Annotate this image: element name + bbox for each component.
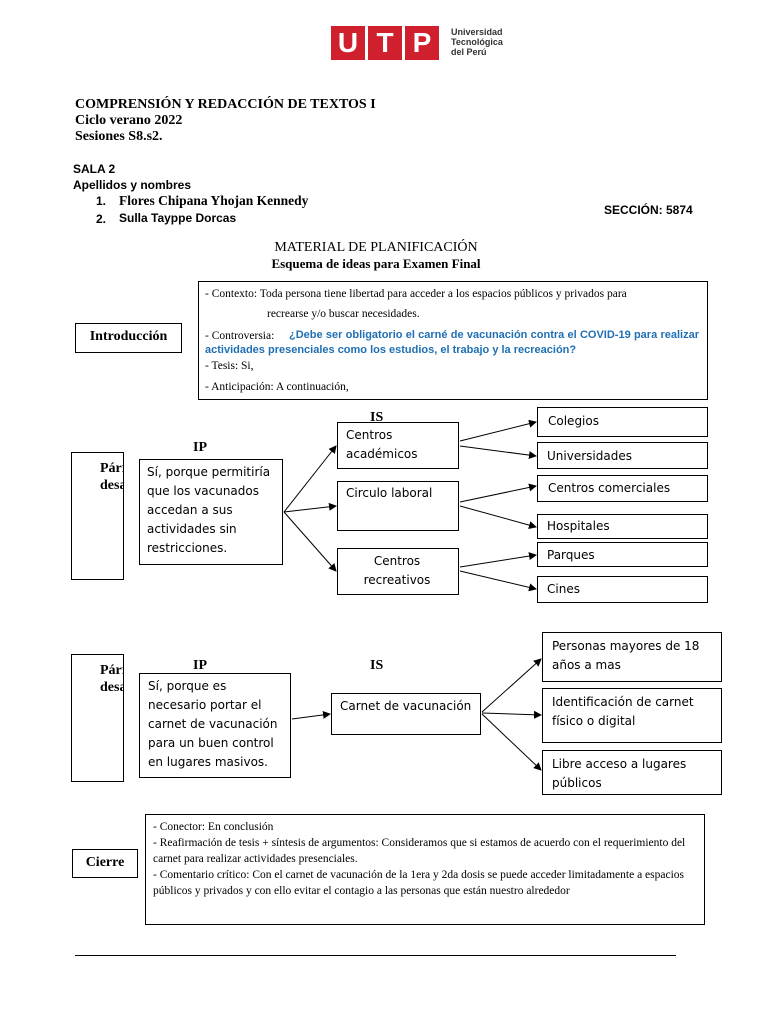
intro-context: - Contexto: Toda persona tiene libertad … <box>205 288 627 300</box>
member-number-1: 1. <box>96 194 107 208</box>
utp-logo: U T P Universidad Tecnológica del Perú <box>331 26 511 62</box>
arrow-is1-d1 <box>459 419 537 442</box>
closing-reaffirmation: - Reafirmación de tesis + síntesis de ar… <box>153 837 686 865</box>
dev1-detail-box-5 <box>537 542 708 567</box>
dev1-detail-box-6 <box>537 576 708 603</box>
dev2-detail-box-2 <box>542 688 722 743</box>
footer-divider <box>75 955 676 956</box>
room-label: SALA 2 <box>73 162 116 176</box>
dev1-is-box-3 <box>337 548 459 595</box>
arrow-ip1-is2 <box>283 502 337 513</box>
closing-label: Cierre <box>85 855 125 870</box>
dev1-ip-box <box>139 459 283 565</box>
dev2-ip-box <box>139 673 291 778</box>
logo-letter-p: P <box>412 27 432 58</box>
dev1-detail-1: Colegios <box>548 414 599 428</box>
arrow-ip2-is <box>291 710 331 720</box>
arrow-is1-d2 <box>459 445 537 460</box>
dev1-label: Párrafo de desarrollo <box>100 461 123 493</box>
dev1-is-box-2 <box>337 481 459 531</box>
arrow-is-d3 <box>481 713 542 771</box>
logo-text-line1: Universidad <box>451 27 503 37</box>
dev2-ip-text: Sí, porque es necesario portar el carnet… <box>148 679 278 769</box>
arrow-is2-d4 <box>459 505 537 529</box>
dev1-ip-label: IP <box>193 440 207 455</box>
arrow-is-d2 <box>481 710 542 719</box>
intro-label-box <box>75 323 182 353</box>
dev1-label-box: Párrafo de desarrollo <box>71 452 124 580</box>
logo-letter-box-u <box>331 26 365 60</box>
dev1-is-label: IS <box>370 410 384 425</box>
dev1-is-text-3: Centros recreativos <box>363 554 431 587</box>
dev2-detail-1: Personas mayores de 18 años a mas <box>552 639 700 672</box>
sessions-text: Sesiones S8.s2. <box>75 129 163 144</box>
intro-anticipation: - Anticipación: A continuación, <box>205 381 349 393</box>
dev1-detail-box-3 <box>537 475 708 502</box>
dev1-is-text-1: Centros académicos <box>346 428 418 461</box>
intro-thesis: - Tesis: Si, <box>205 360 254 372</box>
section-label: SECCIÓN: 5874 <box>604 203 693 217</box>
dev1-detail-2: Universidades <box>547 449 632 463</box>
dev2-is-text: Carnet de vacunación <box>340 699 472 713</box>
dev1-detail-3: Centros comerciales <box>548 481 671 495</box>
dev2-ip-label: IP <box>193 658 207 673</box>
member-name-2: Sulla Tayppe Dorcas <box>119 211 237 225</box>
logo-text-line2: Tecnológica <box>451 37 503 47</box>
arrow-ip1-is3 <box>283 511 337 572</box>
closing-comment: - Comentario crítico: Con el carnet de v… <box>153 869 685 897</box>
arrow-is-d1 <box>481 658 542 713</box>
arrow-ip1-is1 <box>283 445 337 513</box>
logo-letter-u: U <box>337 27 359 58</box>
dev1-is-text-2: Circulo laboral <box>346 486 433 500</box>
dev2-label: Párrafo de desarrollo <box>100 663 123 695</box>
dev1-detail-5: Parques <box>547 548 595 562</box>
intro-label: Introducción <box>89 329 168 344</box>
dev2-detail-box-3 <box>542 750 722 795</box>
dev2-is-box <box>331 693 481 735</box>
closing-box <box>145 814 705 925</box>
closing-connector: - Conector: En conclusión <box>153 821 274 833</box>
dev2-label-box: Párrafo de desarrollo <box>71 654 124 782</box>
logo-letter-box-p <box>405 26 439 60</box>
intro-box <box>198 281 708 400</box>
dev1-detail-4: Hospitales <box>547 519 610 533</box>
intro-controversy-label: - Controversia: <box>205 330 278 342</box>
intro-context-cont: recrearse y/o buscar necesidades. <box>267 308 420 320</box>
logo-letter-box-t <box>368 26 402 60</box>
dev1-detail-box-4 <box>537 514 708 539</box>
logo-letter-t: T <box>376 27 394 58</box>
dev1-detail-box-2 <box>537 442 708 469</box>
dev1-is-box-1 <box>337 422 459 469</box>
logo-text-line3: del Perú <box>451 47 487 57</box>
course-title: COMPRENSIÓN Y REDACCIÓN DE TEXTOS I <box>75 97 376 112</box>
dev2-detail-3: Libre acceso a lugares públicos <box>552 757 687 790</box>
sub-title: Esquema de ideas para Examen Final <box>271 256 481 271</box>
member-name-1: Flores Chipana Yhojan Kennedy <box>119 193 309 208</box>
dev2-detail-box-1 <box>542 632 722 682</box>
dev2-detail-2: Identificación de carnet físico o digita… <box>552 695 694 728</box>
intro-controversy: ¿Debe ser obligatorio el carné de vacuna… <box>205 329 699 356</box>
closing-label-box <box>72 849 138 878</box>
arrow-is3-d6 <box>459 570 537 592</box>
dev2-is-label: IS <box>370 658 384 673</box>
arrow-is2-d3 <box>459 483 537 503</box>
arrow-is3-d5 <box>459 552 537 568</box>
cycle-text: Ciclo verano 2022 <box>75 113 183 128</box>
dev1-detail-box-1 <box>537 407 708 437</box>
member-number-2: 2. <box>96 212 107 226</box>
dev1-ip-text: Sí, porque permitiría que los vacunados … <box>147 465 271 555</box>
dev1-detail-6: Cines <box>547 582 580 596</box>
main-title: MATERIAL DE PLANIFICACIÓN <box>274 240 478 255</box>
names-label: Apellidos y nombres <box>73 178 192 192</box>
